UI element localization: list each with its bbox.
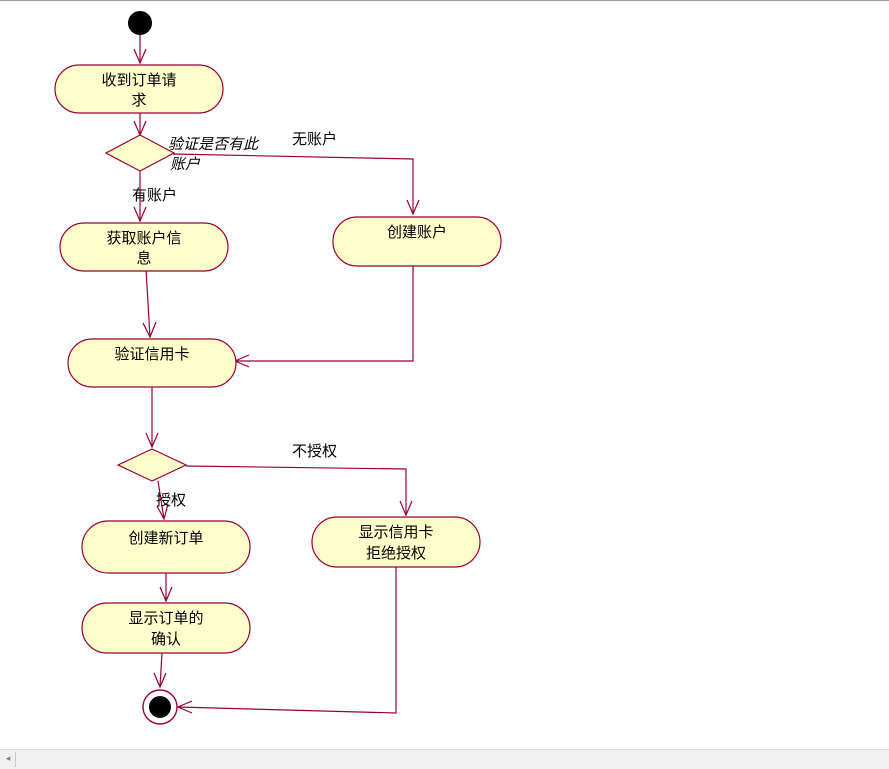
flow-create-account-to-verify xyxy=(235,266,414,362)
activity-create-account[interactable]: 创建账户 xyxy=(332,216,502,267)
activity-show-rejected[interactable]: 显示信用卡 拒绝授权 xyxy=(311,516,481,568)
connectors xyxy=(139,35,414,714)
activity-show-confirm[interactable]: 显示订单的 确认 xyxy=(81,602,251,654)
activity-shape xyxy=(311,516,481,568)
decision-account-check[interactable] xyxy=(104,134,176,172)
arrowhead xyxy=(153,672,167,689)
label-has-account: 有账户 xyxy=(132,186,177,204)
guard-account-check: 验证是否有此 xyxy=(168,135,260,153)
label-no-account: 无账户 xyxy=(292,130,337,148)
arrowhead xyxy=(156,503,169,521)
activity-label: 显示信用卡 xyxy=(358,523,433,541)
activity-diagram: 收到订单请 求 验证是否有此 账户 无账户 有账户 获取账户信 息 创建账户 验… xyxy=(54,11,502,725)
arrow-left-icon[interactable]: ◂ xyxy=(1,752,16,767)
activity-verify-card[interactable]: 验证信用卡 xyxy=(67,338,237,388)
activity-shape xyxy=(59,222,229,272)
label-authorized: 授权 xyxy=(156,491,186,509)
activity-label: 获取账户信 xyxy=(106,229,181,247)
arrowhead xyxy=(142,321,157,339)
arrowhead xyxy=(406,199,420,216)
activity-get-account-info[interactable]: 获取账户信 息 xyxy=(59,222,229,272)
flow-decision2-yes xyxy=(157,480,165,520)
arrowhead xyxy=(145,432,159,449)
flow-decision2-no xyxy=(185,465,407,515)
activity-create-order[interactable]: 创建新订单 xyxy=(81,520,251,574)
activity-shape xyxy=(81,520,251,574)
activity-label: 求 xyxy=(131,91,146,109)
end-node[interactable] xyxy=(142,689,178,725)
flow-getinfo-to-verify xyxy=(145,268,151,338)
guard-account-check: 账户 xyxy=(170,155,201,173)
activity-label: 收到订单请 xyxy=(101,71,176,89)
activity-label: 创建新订单 xyxy=(128,529,203,547)
flow-decision1-no xyxy=(172,153,414,214)
label-not-authorized: 不授权 xyxy=(292,442,337,460)
activity-label: 确认 xyxy=(151,630,181,648)
flow-confirm-to-end xyxy=(159,652,163,688)
activity-shape xyxy=(81,602,251,654)
decision-auth-check[interactable] xyxy=(116,448,188,482)
activity-label: 息 xyxy=(136,249,151,267)
activity-label: 拒绝授权 xyxy=(366,544,426,562)
arrowhead xyxy=(133,48,147,65)
activity-receive-order[interactable]: 收到订单请 求 xyxy=(54,64,224,114)
activity-label: 验证信用卡 xyxy=(114,345,189,363)
arrowhead xyxy=(176,700,193,714)
end-node-core xyxy=(149,696,171,718)
activity-shape xyxy=(54,64,224,114)
activity-label: 显示订单的 xyxy=(128,609,203,627)
activity-label: 创建账户 xyxy=(387,223,447,241)
flow-rejected-to-end xyxy=(177,567,397,714)
arrowhead xyxy=(133,206,147,223)
arrowhead xyxy=(159,586,173,603)
horizontal-scrollbar[interactable]: ◂ xyxy=(0,749,889,769)
start-node[interactable] xyxy=(128,11,152,35)
activity-shape xyxy=(67,338,237,388)
activity-shape xyxy=(332,216,502,267)
arrowhead xyxy=(399,500,413,517)
